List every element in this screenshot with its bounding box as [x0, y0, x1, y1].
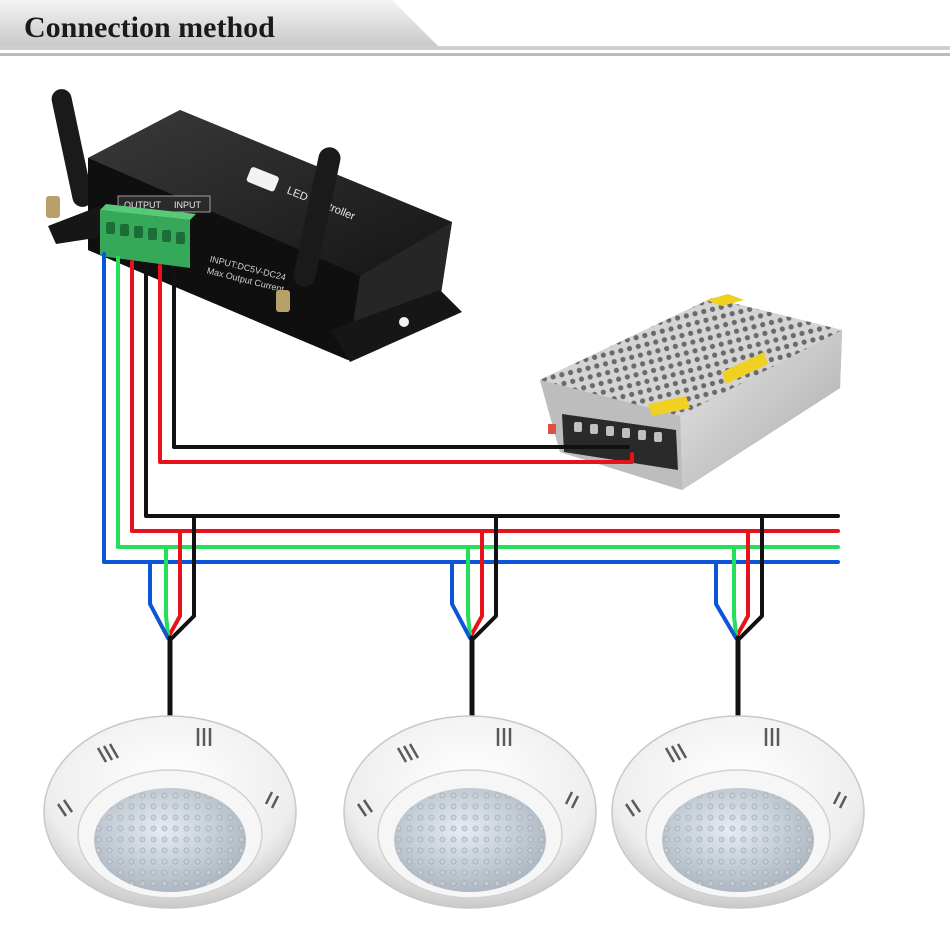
- wiring: [102, 252, 840, 719]
- led-controller: LED Controller OUTPUT INPUT INPUT:DC5V-D…: [46, 89, 462, 362]
- bus-wire-red: [130, 260, 840, 533]
- lamp-drop-1: [148, 514, 196, 719]
- antenna-left: [46, 89, 93, 218]
- bus-wire-green: [116, 256, 840, 549]
- lamp-drop-3: [714, 514, 764, 719]
- header-banner: Connection method: [0, 0, 950, 56]
- antenna-right: [276, 147, 341, 312]
- pool-lamp-1: [43, 715, 297, 909]
- input-label: INPUT: [174, 200, 202, 210]
- vent-icon: [56, 728, 280, 817]
- page-title: Connection method: [24, 11, 275, 44]
- power-wire-negative: [172, 266, 630, 449]
- lamp-drop-2: [450, 514, 498, 719]
- power-wire-positive: [158, 264, 634, 464]
- pool-lamp-3: [611, 715, 865, 909]
- bus-wire-blue: [102, 252, 840, 564]
- bus-wire-black: [144, 262, 840, 518]
- vent-icon: [356, 728, 580, 817]
- vent-icon: [624, 728, 848, 817]
- pool-lamp-2: [343, 715, 597, 909]
- terminal-block: [100, 204, 196, 268]
- output-label: OUTPUT: [124, 200, 162, 210]
- power-supply: [540, 294, 842, 490]
